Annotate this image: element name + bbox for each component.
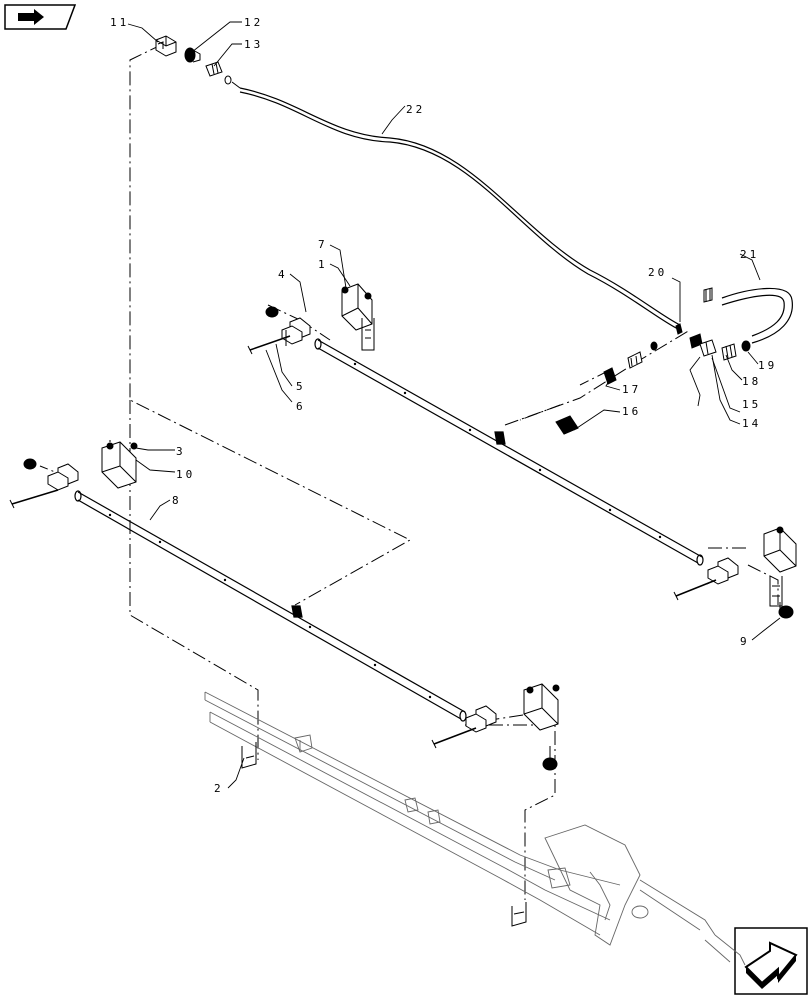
spray-boom-pipe-lower bbox=[74, 490, 467, 722]
phantom-line-main-left bbox=[129, 43, 412, 606]
callout-7: 7 bbox=[318, 238, 328, 251]
callout-12: 12 bbox=[244, 16, 263, 29]
clamp-4 bbox=[247, 306, 311, 355]
bracket-upper-right bbox=[673, 526, 797, 619]
callout-8: 8 bbox=[172, 494, 182, 507]
callout-13: 13 bbox=[244, 38, 263, 51]
nut-fitting-12 bbox=[184, 47, 201, 63]
connector-fitting-13 bbox=[205, 61, 241, 89]
bracket-lower-left bbox=[9, 441, 138, 509]
callout-21: 21 bbox=[740, 248, 759, 261]
fitting-20 bbox=[675, 323, 683, 335]
callout-16: 16 bbox=[622, 405, 641, 418]
fitting-18-19 bbox=[721, 340, 751, 361]
callout-5: 5 bbox=[296, 380, 306, 393]
callout-22: 22 bbox=[406, 103, 425, 116]
callout-6: 6 bbox=[296, 400, 306, 413]
callout-18: 18 bbox=[742, 375, 761, 388]
elbow-fitting-11 bbox=[155, 35, 177, 57]
callout-3: 3 bbox=[176, 445, 186, 458]
callout-17: 17 bbox=[622, 383, 641, 396]
leader-lines bbox=[127, 21, 781, 789]
callout-labels: 11 12 13 22 7 1 4 5 6 3 10 8 20 21 19 18… bbox=[110, 16, 777, 795]
spray-boom-pipe-upper bbox=[314, 338, 704, 566]
callout-2: 2 bbox=[214, 782, 224, 795]
back-arrow-icon bbox=[4, 4, 76, 30]
next-page-button[interactable] bbox=[734, 927, 808, 995]
callout-11: 11 bbox=[110, 16, 129, 29]
callout-14: 14 bbox=[742, 417, 761, 430]
fitting-16 bbox=[555, 415, 579, 435]
phantom-lines bbox=[39, 43, 781, 900]
callout-9: 9 bbox=[740, 635, 750, 648]
callout-1: 1 bbox=[318, 258, 328, 271]
forward-arrow-icon bbox=[734, 927, 808, 995]
callout-19: 19 bbox=[758, 359, 777, 372]
bracket-lower-right bbox=[431, 683, 560, 771]
callout-20: 20 bbox=[648, 266, 667, 279]
boom-frame bbox=[204, 691, 746, 966]
previous-page-button[interactable] bbox=[4, 4, 76, 30]
hose-21 bbox=[721, 287, 793, 344]
u-bolt-2 bbox=[241, 742, 527, 927]
fitting-17 bbox=[603, 341, 658, 385]
callout-15: 15 bbox=[742, 398, 761, 411]
callout-10: 10 bbox=[176, 468, 195, 481]
hose-22 bbox=[239, 87, 681, 330]
callout-4: 4 bbox=[278, 268, 288, 281]
fitting-tee-14-15 bbox=[689, 287, 717, 357]
bracket-upper-left bbox=[341, 283, 375, 351]
